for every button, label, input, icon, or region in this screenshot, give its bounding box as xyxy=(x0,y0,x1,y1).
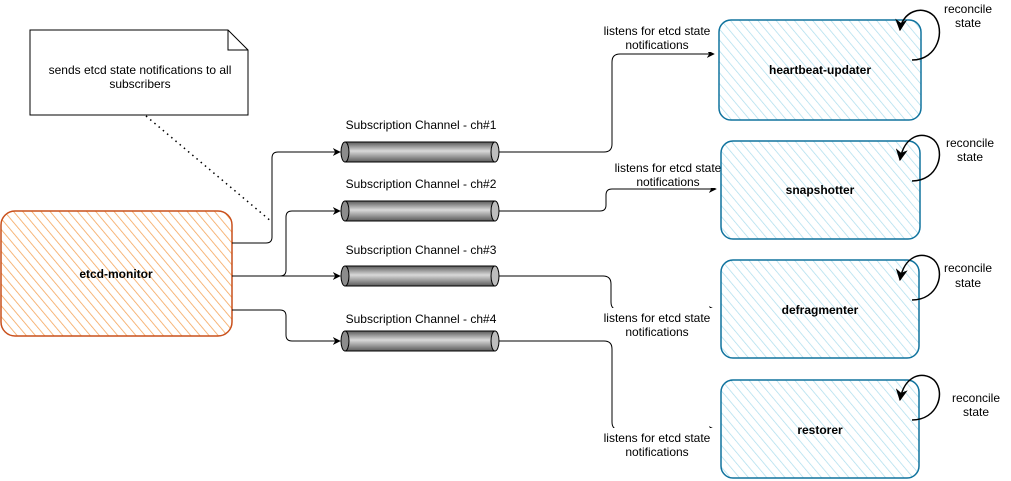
channel-1[interactable]: Subscription Channel - ch#1 xyxy=(340,118,500,163)
edge-label-4-line1: listens for etcd state xyxy=(604,431,711,445)
edge-ch4-restorer xyxy=(499,340,717,434)
reconcile-label-4-line2: state xyxy=(963,405,989,419)
channel-4[interactable]: Subscription Channel - ch#4 xyxy=(340,312,500,352)
channel-3-label: Subscription Channel - ch#3 xyxy=(346,243,497,257)
note-card: sends etcd state notifications to all su… xyxy=(29,29,249,116)
channel-2[interactable]: Subscription Channel - ch#2 xyxy=(340,177,500,222)
edge-label-2: listens for etcd state notifications xyxy=(608,160,728,189)
monitor-to-channel-edges xyxy=(232,148,341,345)
subscriber-snapshotter[interactable]: snapshotter xyxy=(720,140,921,240)
channel-4-label: Subscription Channel - ch#4 xyxy=(346,312,497,326)
restorer-label: restorer xyxy=(797,423,843,437)
subscriber-heartbeat-updater[interactable]: heartbeat-updater xyxy=(718,19,922,121)
edge-label-1-line2: notifications xyxy=(625,38,688,52)
edge-label-3: listens for etcd state notifications xyxy=(598,308,718,340)
edge-label-1: listens for etcd state notifications xyxy=(598,22,718,52)
edge-monitor-ch1 xyxy=(232,148,341,244)
reconcile-label-2-line2: state xyxy=(957,150,983,164)
edge-label-4-line2: notifications xyxy=(625,445,688,459)
heartbeat-updater-label: heartbeat-updater xyxy=(769,63,871,77)
edge-ch2-snapshotter xyxy=(499,185,717,212)
defragmenter-label: defragmenter xyxy=(782,303,859,317)
edge-label-2-line2: notifications xyxy=(636,175,699,189)
edge-ch1-heartbeat xyxy=(499,50,715,153)
channel-2-label: Subscription Channel - ch#2 xyxy=(346,177,497,191)
edge-label-4: listens for etcd state notifications xyxy=(598,428,718,460)
etcd-monitor-label: etcd-monitor xyxy=(79,267,153,281)
snapshotter-label: snapshotter xyxy=(786,183,855,197)
note-connector xyxy=(145,115,273,223)
self-loop-heartbeat: reconcile state xyxy=(895,2,992,61)
reconcile-label-1-line1: reconcile xyxy=(944,2,992,16)
reconcile-label-2-line1: reconcile xyxy=(946,136,994,150)
note-text-line2: subscribers xyxy=(109,77,170,91)
reconcile-label-4-line1: reconcile xyxy=(952,391,1000,405)
edge-monitor-ch4 xyxy=(232,309,341,345)
self-loop-defragmenter: reconcile state xyxy=(895,254,992,301)
self-loop-restorer: reconcile state xyxy=(895,374,1000,421)
reconcile-label-3-line1: reconcile xyxy=(944,261,992,275)
etcd-monitor-node[interactable]: etcd-monitor xyxy=(0,210,233,337)
note-text-line1: sends etcd state notifications to all xyxy=(49,63,232,77)
channel-1-label: Subscription Channel - ch#1 xyxy=(346,118,497,132)
edge-label-2-line1: listens for etcd state xyxy=(615,161,722,175)
reconcile-label-3-line2: state xyxy=(955,276,981,290)
reconcile-label-1-line2: state xyxy=(955,16,981,30)
self-loop-snapshotter: reconcile state xyxy=(895,134,994,182)
subscriber-restorer[interactable]: restorer xyxy=(720,379,920,479)
subscriber-defragmenter[interactable]: defragmenter xyxy=(720,259,920,359)
channel-3[interactable]: Subscription Channel - ch#3 xyxy=(340,243,500,287)
edge-ch3-defragmenter xyxy=(499,275,717,314)
channel-to-subscriber-edges xyxy=(499,50,717,434)
edge-label-1-line1: listens for etcd state xyxy=(604,24,711,38)
edge-label-3-line2: notifications xyxy=(625,325,688,339)
edge-label-3-line1: listens for etcd state xyxy=(604,311,711,325)
